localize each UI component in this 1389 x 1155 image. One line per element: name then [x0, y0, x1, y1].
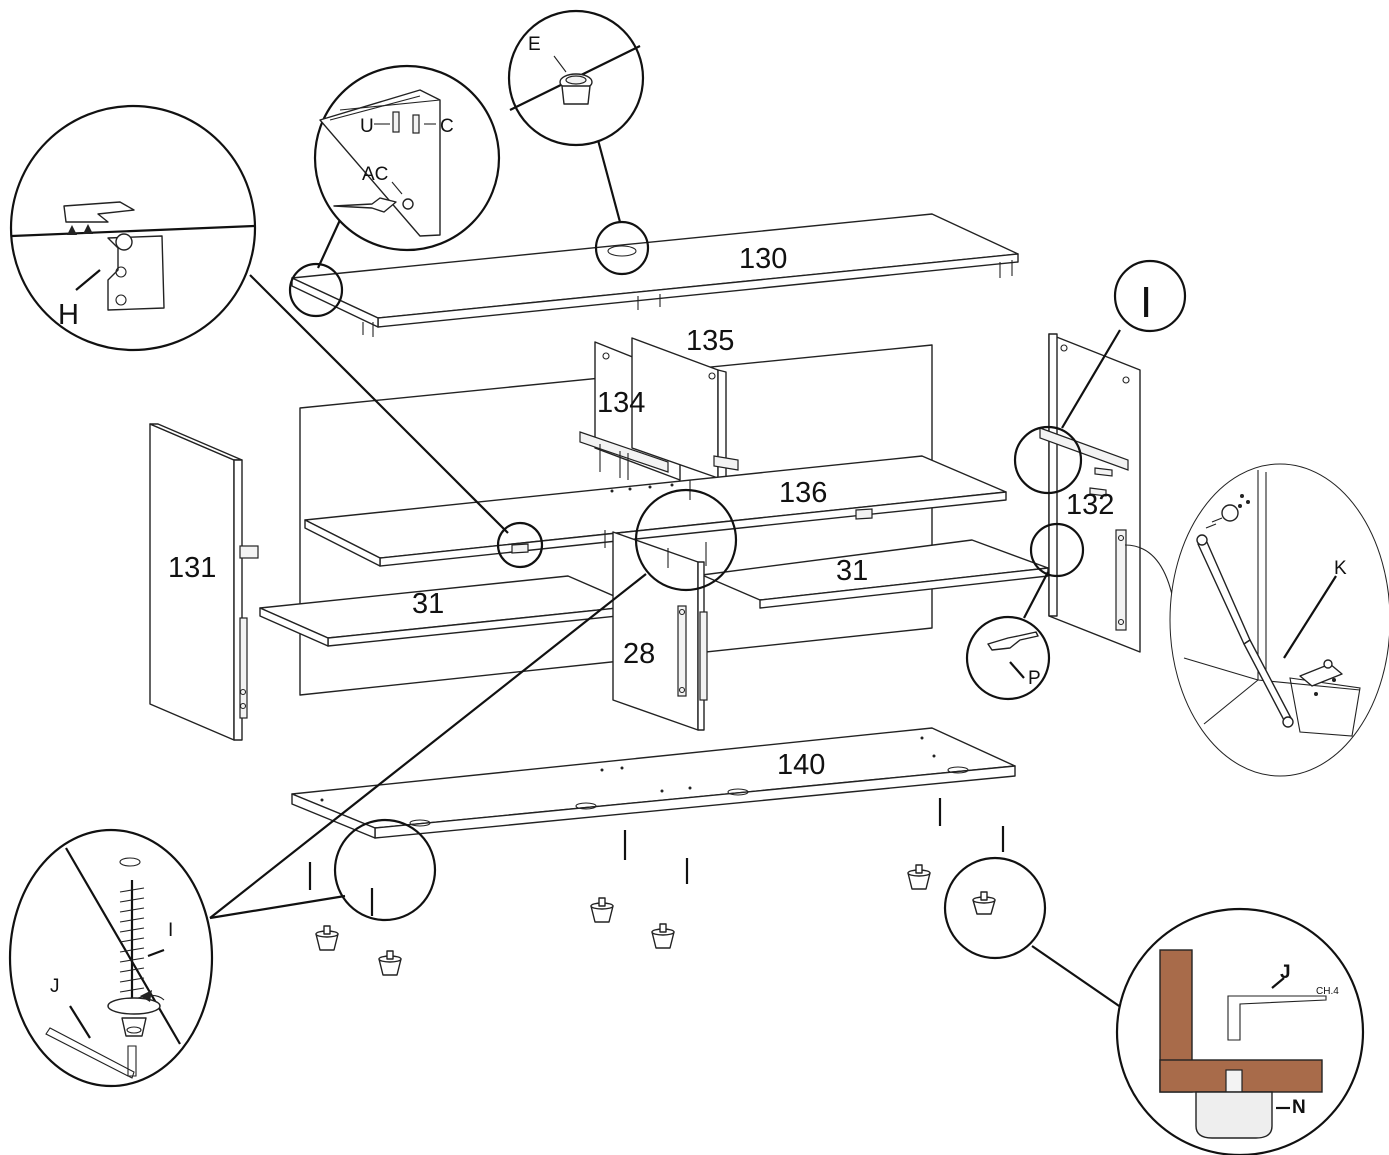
panel-135 — [631, 337, 739, 479]
callout-I — [1113, 259, 1187, 333]
label-135: 135 — [686, 325, 734, 357]
furniture-feet — [315, 864, 996, 976]
shelf-31-right — [701, 539, 1049, 609]
label-130: 130 — [739, 243, 787, 275]
leader-lines — [209, 139, 1176, 1009]
label-136: 136 — [779, 477, 827, 509]
detail-foot-N — [1115, 907, 1365, 1155]
callout-circles — [288, 220, 1085, 960]
hardware-labels: E U C AC H I I J J CH.4 K P N — [50, 34, 1347, 1118]
label-140: 140 — [777, 749, 825, 781]
label-134: 134 — [597, 387, 645, 419]
detail-hinge-H — [9, 104, 257, 352]
shelf-31-left — [259, 575, 638, 647]
detail-pin-P — [965, 615, 1051, 701]
label-C: C — [440, 116, 454, 137]
label-I-detail: I — [168, 920, 173, 941]
label-hex-size: CH.4 — [1316, 986, 1339, 997]
label-28: 28 — [623, 638, 655, 670]
label-I-callout: I — [1140, 278, 1152, 327]
part-labels: 130 135 134 136 131 132 31 31 28 140 — [168, 243, 1114, 781]
label-31-right: 31 — [836, 555, 868, 587]
detail-gas-strut-K — [1169, 463, 1389, 777]
side-panel-131 — [149, 423, 259, 741]
label-H: H — [58, 299, 79, 331]
label-P: P — [1028, 668, 1041, 689]
divider-28 — [612, 531, 708, 731]
label-E: E — [528, 34, 541, 55]
cam-bolts — [308, 798, 1005, 916]
detail-cam-bolt-I-J — [8, 828, 214, 1088]
panel-130-top — [291, 213, 1019, 337]
label-U: U — [360, 116, 374, 137]
label-J-detail: J — [50, 976, 60, 997]
label-K: K — [1334, 558, 1347, 579]
panel-136-shelf — [304, 455, 1007, 567]
detail-glide-E — [507, 9, 645, 147]
detail-fittings — [313, 64, 501, 252]
label-J-tool: J — [1280, 962, 1291, 983]
label-AC: AC — [362, 164, 388, 185]
label-N: N — [1292, 1097, 1306, 1118]
label-132: 132 — [1066, 489, 1114, 521]
bottom-panel-140 — [291, 727, 1016, 839]
label-131: 131 — [168, 552, 216, 584]
label-31-left: 31 — [412, 588, 444, 620]
